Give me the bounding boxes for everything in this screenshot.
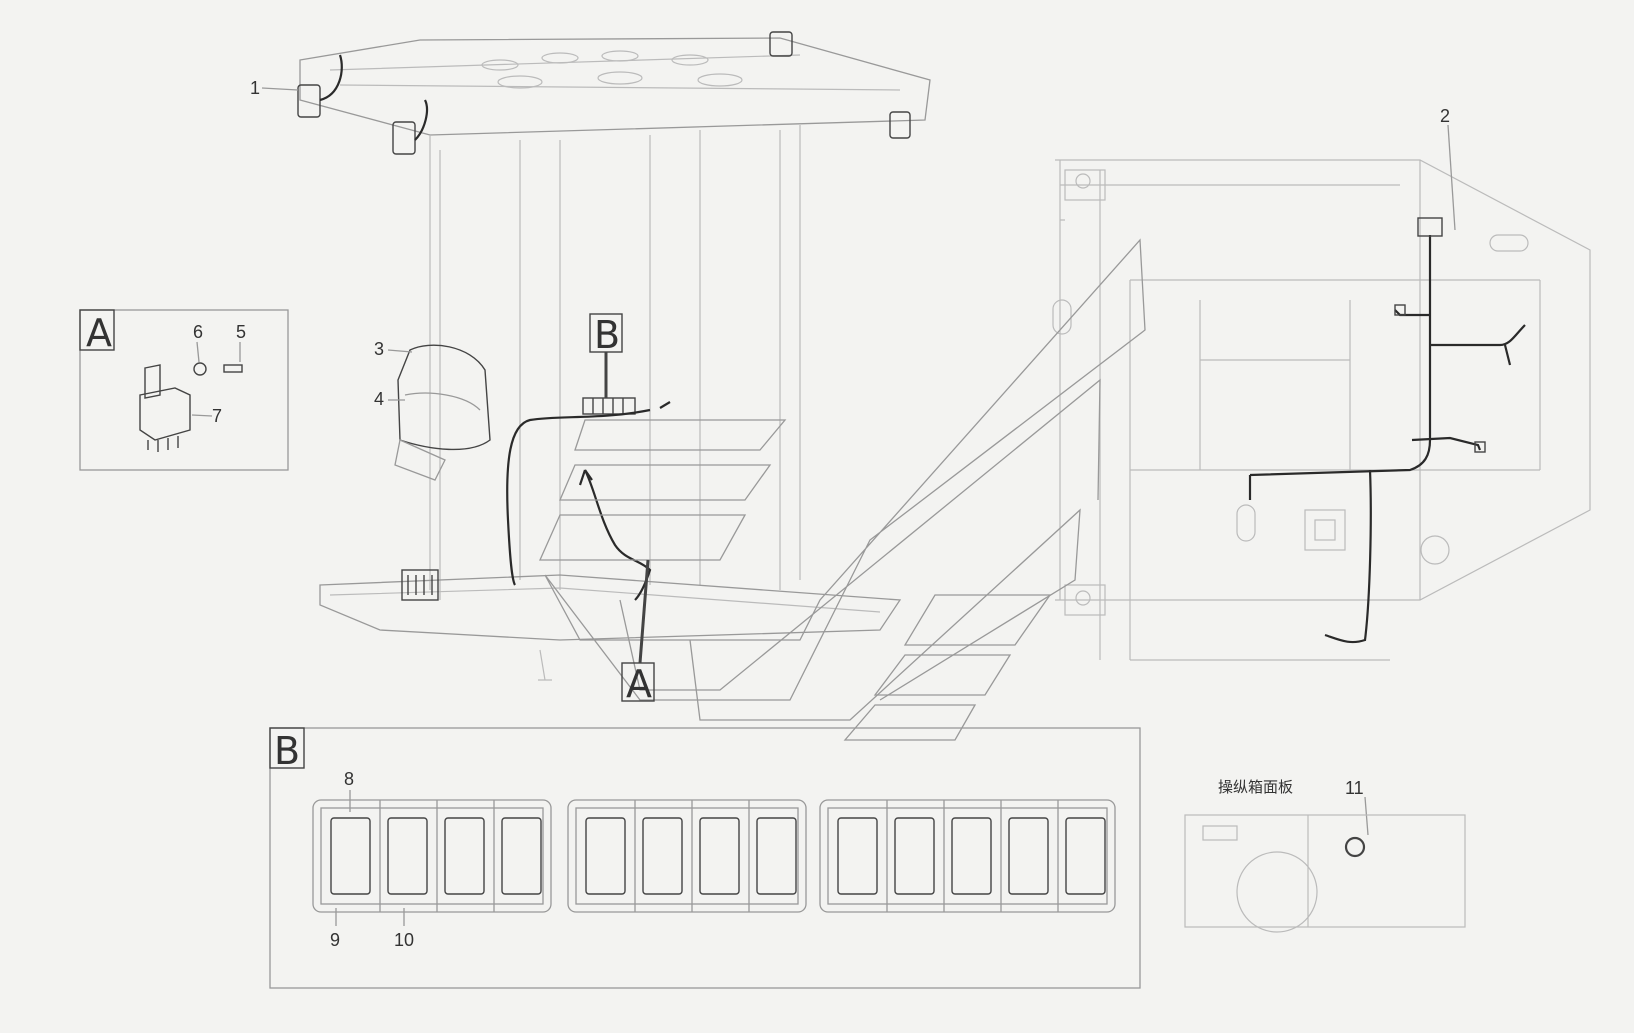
callouts: 1 2 3 4 11 xyxy=(250,78,1456,836)
control-box-lower xyxy=(394,439,446,481)
chassis-harness xyxy=(1052,159,1591,661)
callout-10: 10 xyxy=(394,930,414,950)
harness-connector-top xyxy=(1417,217,1443,237)
rocker-switch xyxy=(894,817,935,895)
callout-7: 7 xyxy=(212,406,222,426)
rocker-switch xyxy=(387,817,428,895)
callout-6: 6 xyxy=(193,322,203,342)
callout-2: 2 xyxy=(1440,106,1450,126)
dash-switch-cluster xyxy=(582,397,636,415)
switch-bank-inner xyxy=(827,807,1108,905)
detail-a-label: A xyxy=(86,311,112,355)
detail-view-b: B 8 9 10 xyxy=(269,727,1141,989)
panel-outline xyxy=(1184,814,1466,928)
view-flags: B A xyxy=(589,313,655,706)
control-panel-face: 操纵箱面板 xyxy=(1184,778,1466,933)
callout-9: 9 xyxy=(330,930,340,950)
switch-bank-frame xyxy=(819,799,1116,913)
rocker-switch xyxy=(642,817,683,895)
detail-b-frame xyxy=(269,727,1141,989)
work-lamp-4 xyxy=(889,111,911,139)
switch-bank-frame xyxy=(312,799,552,913)
work-lamp-2 xyxy=(392,121,416,155)
rocker-switch xyxy=(756,817,797,895)
washer xyxy=(193,362,207,376)
switch-bank-inner xyxy=(320,807,544,905)
flag-b: B xyxy=(594,313,620,357)
indicator-lamp xyxy=(1344,836,1366,858)
detail-b-label: B xyxy=(274,729,300,773)
panel-label: 操纵箱面板 xyxy=(1218,778,1293,796)
detail-a-frame xyxy=(79,309,289,471)
rocker-switch xyxy=(1065,817,1106,895)
callout-5: 5 xyxy=(236,322,246,342)
rocker-switch xyxy=(330,817,371,895)
work-lamp-1 xyxy=(297,84,321,118)
switch-bank-inner xyxy=(575,807,799,905)
cab-assembly xyxy=(297,31,931,681)
foot-switch-block xyxy=(401,569,439,601)
switch-groups xyxy=(312,799,1116,913)
callout-8: 8 xyxy=(344,769,354,789)
relay xyxy=(139,387,191,441)
bolt xyxy=(223,364,243,373)
rocker-switch xyxy=(951,817,992,895)
rocker-switch xyxy=(501,817,542,895)
detail-view-a: A 6 5 7 xyxy=(79,309,289,471)
exploded-panels xyxy=(538,238,1146,741)
rocker-switch xyxy=(444,817,485,895)
rocker-switch xyxy=(837,817,878,895)
flag-a: A xyxy=(626,662,652,706)
callout-4: 4 xyxy=(374,389,384,409)
rocker-switch xyxy=(699,817,740,895)
control-box-upper xyxy=(397,344,491,451)
callout-3: 3 xyxy=(374,339,384,359)
switch-bank-frame xyxy=(567,799,807,913)
callout-11: 11 xyxy=(1345,778,1364,798)
work-lamp-3 xyxy=(769,31,793,57)
callout-1: 1 xyxy=(250,78,260,98)
rocker-switch xyxy=(585,817,626,895)
rocker-switch xyxy=(1008,817,1049,895)
